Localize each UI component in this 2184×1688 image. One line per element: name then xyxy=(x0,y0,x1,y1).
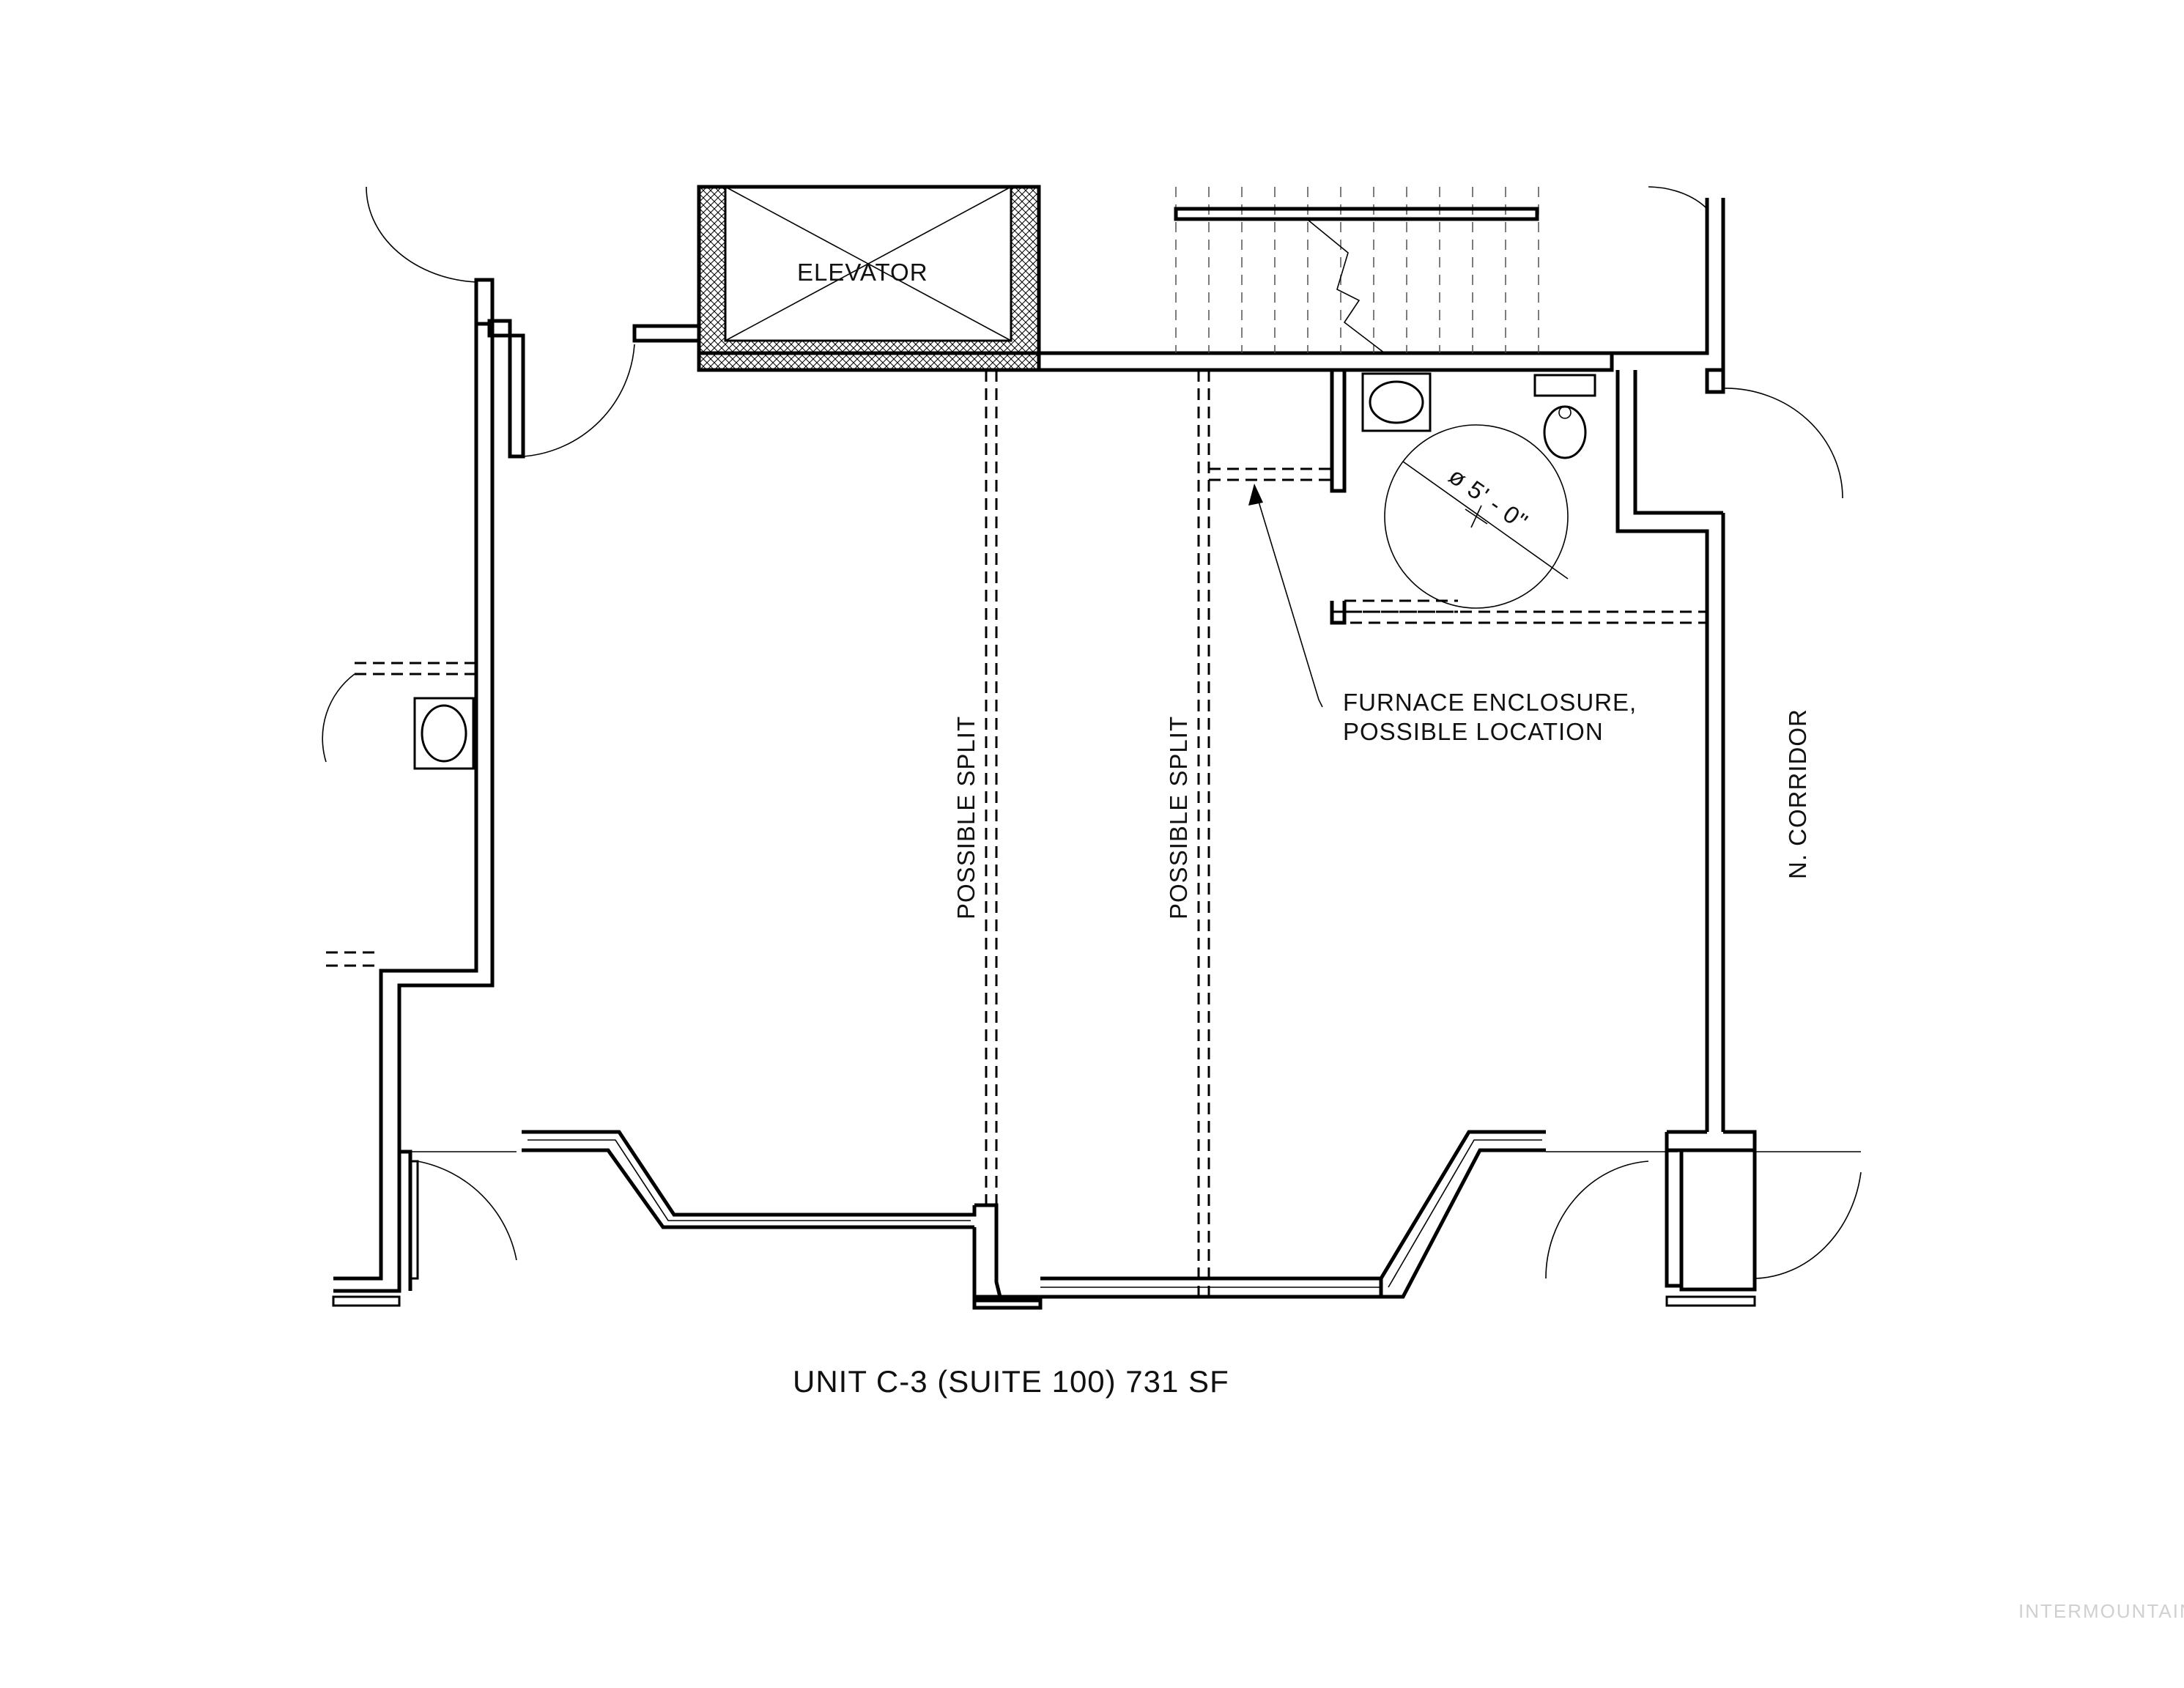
left-partition-dashed xyxy=(355,662,476,675)
split-line-1 xyxy=(985,370,998,1205)
door-swing-upper-left xyxy=(366,186,477,283)
turning-circle-dimension: ø 5' - 0" xyxy=(1444,462,1533,536)
toilet-flush xyxy=(1558,406,1572,419)
stair-treads xyxy=(1174,187,1539,354)
left-door-jamb-top xyxy=(474,278,512,338)
left-fixture-box xyxy=(413,697,475,770)
south-storefront xyxy=(332,1130,1862,1310)
door-jamb-upper-left-2 xyxy=(632,324,701,343)
left-fixture-bowl xyxy=(421,704,467,763)
restroom-walls xyxy=(1209,370,1723,625)
furnace-bowl xyxy=(1369,380,1424,424)
furnace-note-line-2: POSSIBLE LOCATION xyxy=(1343,718,1604,745)
toilet-tank xyxy=(1533,374,1596,397)
left-lower-dashed xyxy=(326,951,381,967)
split-line-2 xyxy=(1197,370,1210,1300)
right-wall xyxy=(1705,513,1725,1132)
door-swing-right-upper xyxy=(1722,388,1843,499)
possible-split-label-2: POSSIBLE SPLIT xyxy=(1165,716,1192,919)
possible-split-label-1: POSSIBLE SPLIT xyxy=(952,716,980,919)
door-swing-left-mid xyxy=(322,673,355,763)
door-swing-upper-left-2 xyxy=(522,344,635,457)
turning-circle-dimension-line xyxy=(1402,461,1569,580)
watermark: INTERMOUNTAIN xyxy=(2018,1600,2184,1622)
north-wall xyxy=(699,198,1725,372)
wheelchair-turning-circle xyxy=(1384,424,1569,609)
elevator-label: ELEVATOR xyxy=(797,259,928,286)
right-upper-jamb xyxy=(1705,368,1725,394)
door-leaf-upper-left xyxy=(508,333,525,459)
unit-title: UNIT C-3 (SUITE 100) 731 SF xyxy=(793,1364,1229,1399)
furnace-callout-arrowhead xyxy=(1248,484,1263,506)
furnace-unit xyxy=(1361,372,1432,432)
turning-circle-center-mark xyxy=(1465,505,1488,528)
toilet-bowl xyxy=(1543,405,1587,459)
furnace-callout-leader xyxy=(1254,486,1323,708)
door-swing-upper-right xyxy=(1648,186,1708,210)
furnace-note-line-1: FURNACE ENCLOSURE, xyxy=(1343,689,1637,716)
corridor-label: N. CORRIDOR xyxy=(1784,708,1811,879)
left-wall xyxy=(333,324,495,1293)
